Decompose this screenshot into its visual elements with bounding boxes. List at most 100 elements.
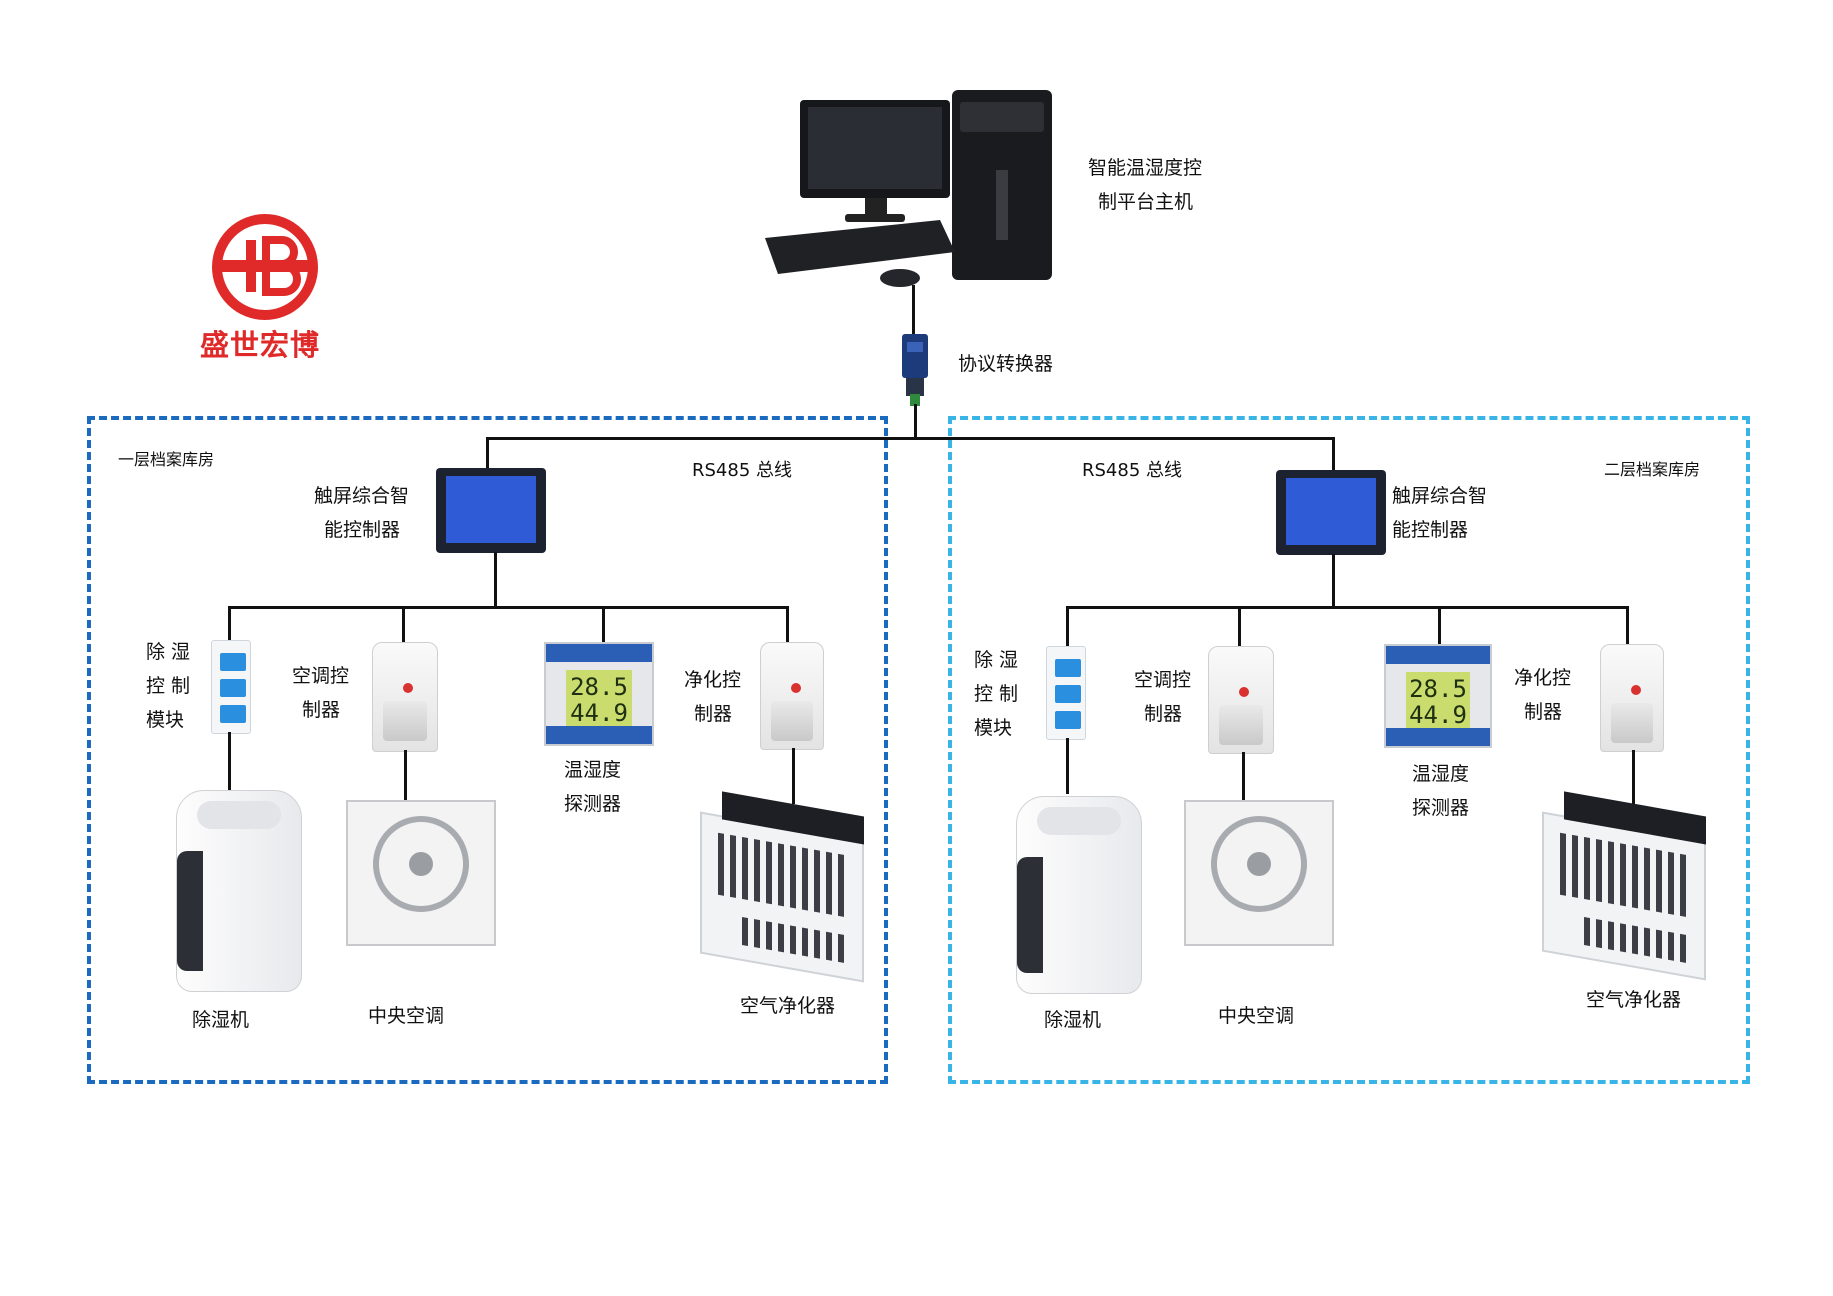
- room-1-dehum-module: [211, 640, 251, 734]
- converter-cable: [914, 404, 917, 438]
- room-2-cable-ac: [1242, 752, 1245, 802]
- room-2-purify-label-1: 净化控: [1514, 667, 1572, 689]
- fan-icon: [373, 816, 469, 913]
- sensor-lens: [1611, 703, 1653, 743]
- computer-icon: [765, 90, 1052, 287]
- converter-icon: [902, 334, 928, 406]
- room-1-purify-controller: [760, 642, 824, 750]
- room-2-dehum-label-1: 除 湿: [974, 649, 1019, 671]
- room-2-touch-controller: [1276, 470, 1386, 555]
- room-2-cable-dehum: [1066, 738, 1069, 794]
- indicator-led: [1631, 685, 1641, 695]
- room-2-dehum-label-3: 模块: [974, 717, 1013, 739]
- room-2-air-purifier-label: 空气净化器: [1586, 989, 1682, 1011]
- host-label-line2: 制平台主机: [1098, 191, 1194, 213]
- room-1-dehumidifier-label: 除湿机: [192, 1009, 250, 1031]
- room-2-purify-label-2: 制器: [1524, 701, 1563, 723]
- room-2-touch-label-2: 能控制器: [1392, 519, 1469, 541]
- room-2-bus-label: RS485 总线: [1082, 460, 1183, 481]
- room-1-boundary: [87, 416, 888, 1084]
- room-1-ac-label-2: 制器: [302, 699, 341, 721]
- dehumidifier-lid: [197, 801, 281, 829]
- room-1-dehum-label-2: 控 制: [146, 675, 191, 697]
- room-2-central-ac-label: 中央空调: [1218, 1005, 1295, 1027]
- module-switch: [220, 653, 246, 671]
- room-2-dehum-module: [1046, 646, 1086, 740]
- brand-logo: [208, 210, 323, 325]
- room-1-central-ac: [346, 800, 496, 946]
- room-2-name: 二层档案库房: [1604, 460, 1701, 479]
- room-1-air-purifier: [700, 791, 864, 983]
- room-1-central-ac-label: 中央空调: [368, 1005, 445, 1027]
- dehumidifier-side: [1017, 857, 1043, 973]
- sensor-header: [546, 644, 652, 662]
- room-1-ac-label-1: 空调控: [292, 665, 350, 687]
- room-1-drop: [486, 437, 489, 469]
- brand-logo-mark: [212, 214, 318, 320]
- room-2-temp: 28.5: [1409, 675, 1467, 703]
- purifier-grill: [718, 832, 846, 918]
- purifier-grill: [1584, 916, 1688, 964]
- room-1-sensor-label-1: 温湿度: [564, 759, 622, 781]
- protocol-converter: [898, 334, 932, 406]
- purifier-grill: [742, 916, 846, 964]
- module-switch: [1055, 659, 1081, 677]
- room-1-touch-controller: [436, 468, 546, 553]
- room-1-humidity: 44.9: [570, 699, 628, 727]
- room-2-drop-sensor: [1438, 606, 1441, 644]
- room-2-touch-screen: [1286, 478, 1376, 545]
- sensor-lens: [1219, 705, 1263, 745]
- room-1-touch-label-1: 触屏综合智: [314, 485, 410, 507]
- dehumidifier-side: [177, 851, 203, 971]
- room-1-dehumidifier: [176, 790, 302, 992]
- room-1-sensor-label-2: 探测器: [564, 793, 622, 815]
- sensor-lens: [383, 701, 427, 741]
- brand-name: 盛世宏博: [200, 328, 321, 362]
- host-cable: [912, 285, 915, 335]
- room-2-purify-controller: [1600, 644, 1664, 752]
- converter-label: 协议转换器: [958, 353, 1054, 375]
- room-2-device-bus: [1066, 606, 1628, 609]
- room-2-drop: [1332, 437, 1335, 472]
- room-1-drop-purify: [786, 606, 789, 642]
- module-switch: [220, 679, 246, 697]
- room-2-air-purifier: [1542, 791, 1706, 981]
- module-switch: [1055, 685, 1081, 703]
- room-1-name: 一层档案库房: [118, 450, 215, 469]
- sensor-header: [1386, 646, 1490, 664]
- room-1-touch-label-2: 能控制器: [324, 519, 401, 541]
- room-2-sensor-label-2: 探测器: [1412, 797, 1470, 819]
- room-1-air-purifier-label: 空气净化器: [740, 995, 836, 1017]
- dehumidifier-lid: [1037, 807, 1121, 835]
- room-1-drop-ac: [402, 606, 405, 642]
- room-1-cable-purify: [792, 748, 795, 804]
- room-2-drop-purify: [1626, 606, 1629, 646]
- room-2-ac-label-1: 空调控: [1134, 669, 1192, 691]
- host-computer: [760, 90, 1060, 295]
- room-2-cable-purify: [1632, 750, 1635, 804]
- sensor-footer: [1386, 728, 1490, 746]
- room-2-boundary: [948, 416, 1750, 1084]
- room-1-drop-sensor: [602, 606, 605, 642]
- room-2-humidity: 44.9: [1409, 701, 1467, 729]
- room-1-purify-label-1: 净化控: [684, 669, 742, 691]
- module-switch: [220, 705, 246, 723]
- indicator-led: [403, 683, 413, 693]
- fan-icon: [1211, 816, 1307, 913]
- fan-hub: [1247, 852, 1271, 877]
- room-1-purify-label-2: 制器: [694, 703, 733, 725]
- room-2-dehum-label-2: 控 制: [974, 683, 1019, 705]
- host-label-line1: 智能温湿度控: [1088, 157, 1203, 179]
- room-1-dehum-label-3: 模块: [146, 709, 185, 731]
- room-2-dehumidifier-label: 除湿机: [1044, 1009, 1102, 1031]
- room-2-dehumidifier: [1016, 796, 1142, 994]
- room-1-ac-controller: [372, 642, 438, 752]
- room-1-temp: 28.5: [570, 673, 628, 701]
- room-2-ac-label-2: 制器: [1144, 703, 1183, 725]
- room-2-sensor-label-1: 温湿度: [1412, 763, 1470, 785]
- room-1-bus-label: RS485 总线: [692, 460, 793, 481]
